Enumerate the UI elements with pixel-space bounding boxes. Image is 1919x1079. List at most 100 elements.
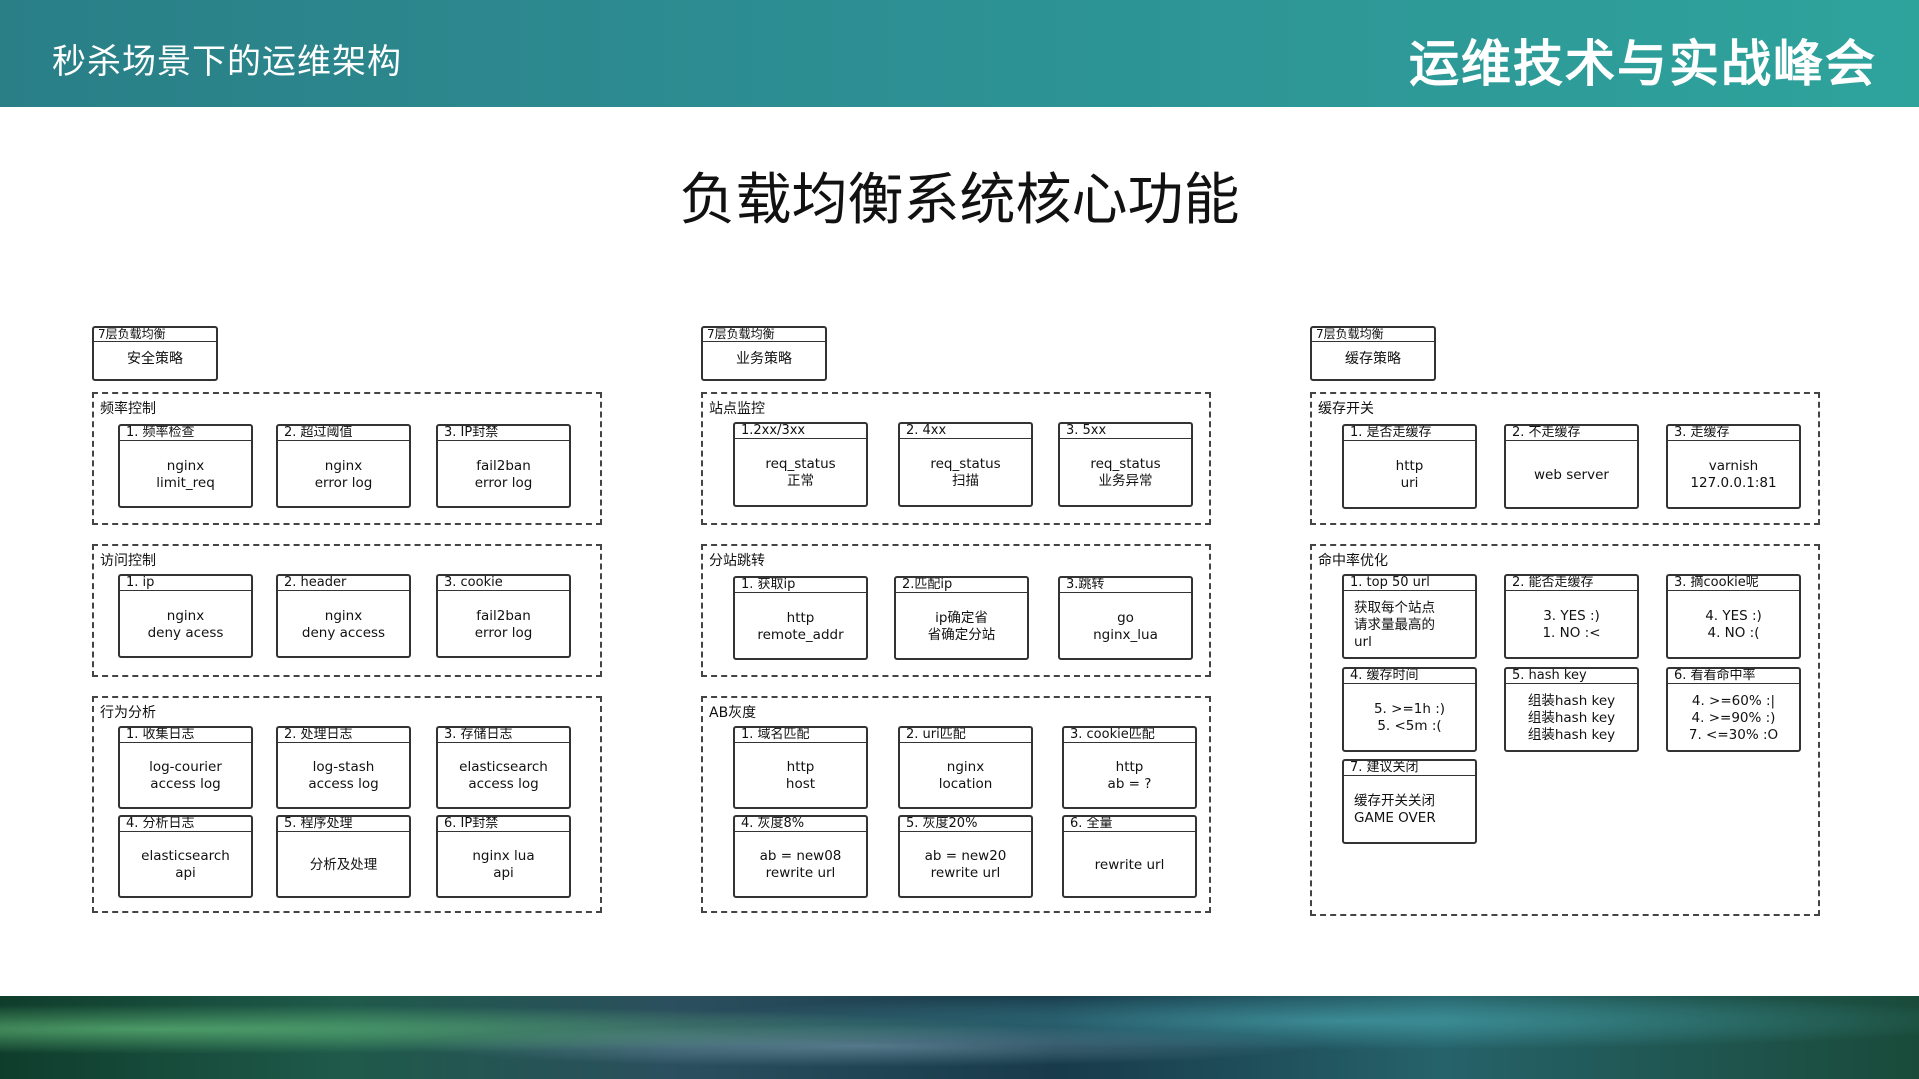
box: 2.匹配ip ip确定省 省确定分站 xyxy=(894,576,1029,660)
section-title: 站点监控 xyxy=(709,401,765,417)
box-body: req_status 业务异常 xyxy=(1090,456,1161,489)
tag-label: 缓存策略 xyxy=(1345,351,1401,367)
box-title: 2. 不走缓存 xyxy=(1506,426,1637,441)
tag-top-label: 7层负载均衡 xyxy=(94,328,216,342)
box-body: 5. >=1h :) 5. <5m :( xyxy=(1373,701,1446,734)
header-right-title: 运维技术与实战峰会 xyxy=(1409,35,1877,93)
section-title: 访问控制 xyxy=(100,553,156,569)
box: 4. 灰度8% ab = new08 rewrite url xyxy=(733,815,868,898)
box-title: 1. 收集日志 xyxy=(120,728,251,743)
box-body: 4. YES :) 4. NO :( xyxy=(1705,608,1762,641)
box: 1. 域名匹配 http host xyxy=(733,726,868,809)
box-body: elasticsearch api xyxy=(141,848,230,881)
box: 1. 收集日志 log-courier access log xyxy=(118,726,253,809)
box-body: web server xyxy=(1534,466,1609,483)
box-title: 3. 摘cookie呢 xyxy=(1668,576,1799,591)
box: 5. 程序处理 分析及处理 xyxy=(276,815,411,898)
box: 3. 走缓存 varnish 127.0.0.1:81 xyxy=(1666,424,1801,509)
box: 1. ip nginx deny acess xyxy=(118,574,253,658)
section-title: 频率控制 xyxy=(100,401,156,417)
box: 1. top 50 url 获取每个站点 请求量最高的 url xyxy=(1342,574,1477,659)
box-title: 1. 频率检查 xyxy=(120,426,251,441)
strategy-tag: 7层负载均衡 缓存策略 xyxy=(1310,326,1436,381)
box: 6. IP封禁 nginx lua api xyxy=(436,815,571,898)
box: 2. 4xx req_status 扫描 xyxy=(898,422,1033,507)
box-title: 1. 域名匹配 xyxy=(735,728,866,743)
box-title: 6. IP封禁 xyxy=(438,817,569,832)
box: 1. 是否走缓存 http uri xyxy=(1342,424,1477,509)
box: 6. 看看命中率 4. >=60% :| 4. >=90% :) 7. <=30… xyxy=(1666,667,1801,752)
box-title: 5. hash key xyxy=(1506,669,1637,684)
box: 3. 5xx req_status 业务异常 xyxy=(1058,422,1193,507)
box: 2. uri匹配 nginx location xyxy=(898,726,1033,809)
section-ab-gray-release: AB灰度 1. 域名匹配 http host 2. uri匹配 nginx lo… xyxy=(701,696,1211,913)
section-behavior-analysis: 行为分析 1. 收集日志 log-courier access log 2. 处… xyxy=(92,696,602,913)
section-access-control: 访问控制 1. ip nginx deny acess 2. header ng… xyxy=(92,544,602,677)
box-body: 组装hash key 组装hash key 组装hash key xyxy=(1527,692,1616,743)
box-title: 2. 能否走缓存 xyxy=(1506,576,1637,591)
section-site-monitoring: 站点监控 1.2xx/3xx req_status 正常 2. 4xx req_… xyxy=(701,392,1211,525)
box-body: 分析及处理 xyxy=(309,856,378,873)
box-body: http remote_addr xyxy=(757,609,844,643)
box-title: 3. cookie xyxy=(438,576,569,591)
box-body: log-stash access log xyxy=(308,759,379,792)
box-body: nginx limit_req xyxy=(156,457,215,491)
strategy-tag: 7层负载均衡 安全策略 xyxy=(92,326,218,381)
box-title: 5. 灰度20% xyxy=(900,817,1031,832)
box: 5. 灰度20% ab = new20 rewrite url xyxy=(898,815,1033,898)
box-title: 3. cookie匹配 xyxy=(1064,728,1195,743)
box: 2. header nginx deny access xyxy=(276,574,411,658)
box-title: 1. 获取ip xyxy=(735,578,866,593)
box-title: 2.匹配ip xyxy=(896,578,1027,593)
box: 2. 不走缓存 web server xyxy=(1504,424,1639,509)
box-body: elasticsearch access log xyxy=(459,759,548,792)
box: 3. IP封禁 fail2ban error log xyxy=(436,424,571,508)
box-title: 4. 缓存时间 xyxy=(1344,669,1475,684)
box: 2. 能否走缓存 3. YES :) 1. NO :< xyxy=(1504,574,1639,659)
section-title: 分站跳转 xyxy=(709,553,765,569)
box: 3. cookie匹配 http ab = ? xyxy=(1062,726,1197,809)
box: 4. 缓存时间 5. >=1h :) 5. <5m :( xyxy=(1342,667,1477,752)
box-body: http ab = ? xyxy=(1107,759,1152,792)
box: 3. 摘cookie呢 4. YES :) 4. NO :( xyxy=(1666,574,1801,659)
box-title: 2. uri匹配 xyxy=(900,728,1031,743)
section-frequency-control: 频率控制 1. 频率检查 nginx limit_req 2. 超过阈值 ngi… xyxy=(92,392,602,525)
box: 1.2xx/3xx req_status 正常 xyxy=(733,422,868,507)
box-title: 3. 存储日志 xyxy=(438,728,569,743)
box-title: 2. 4xx xyxy=(900,424,1031,439)
box-title: 3. 走缓存 xyxy=(1668,426,1799,441)
strategy-tag: 7层负载均衡 业务策略 xyxy=(701,326,827,381)
section-site-redirect: 分站跳转 1. 获取ip http remote_addr 2.匹配ip ip确… xyxy=(701,544,1211,677)
box-body: varnish 127.0.0.1:81 xyxy=(1690,458,1777,491)
box-body: nginx lua api xyxy=(472,848,535,881)
box-title: 1. top 50 url xyxy=(1344,576,1475,591)
box-title: 2. header xyxy=(278,576,409,591)
box-title: 1. 是否走缓存 xyxy=(1344,426,1475,441)
box-body: req_status 正常 xyxy=(765,456,836,489)
box: 3. 存储日志 elasticsearch access log xyxy=(436,726,571,809)
box-title: 1.2xx/3xx xyxy=(735,424,866,439)
box-body: log-courier access log xyxy=(149,759,222,792)
footer-banner-image xyxy=(0,996,1919,1079)
box-body: rewrite url xyxy=(1094,856,1165,873)
box-title: 5. 程序处理 xyxy=(278,817,409,832)
section-hit-rate-optimization: 命中率优化 1. top 50 url 获取每个站点 请求量最高的 url 2.… xyxy=(1310,544,1820,916)
box: 3. cookie fail2ban error log xyxy=(436,574,571,658)
box-title: 2. 超过阈值 xyxy=(278,426,409,441)
section-title: 缓存开关 xyxy=(1318,401,1374,417)
box: 4. 分析日志 elasticsearch api xyxy=(118,815,253,898)
box-body: 获取每个站点 请求量最高的 url xyxy=(1354,599,1435,650)
box-title: 2. 处理日志 xyxy=(278,728,409,743)
box: 5. hash key 组装hash key 组装hash key 组装hash… xyxy=(1504,667,1639,752)
slide-header: 秒杀场景下的运维架构 运维技术与实战峰会 xyxy=(0,0,1919,107)
box-title: 4. 分析日志 xyxy=(120,817,251,832)
box: 7. 建议关闭 缓存开关关闭 GAME OVER xyxy=(1342,759,1477,844)
box-title: 6. 全量 xyxy=(1064,817,1195,832)
tag-label: 安全策略 xyxy=(127,351,183,367)
box-body: nginx deny access xyxy=(301,607,386,641)
box-body: ab = new20 rewrite url xyxy=(924,848,1007,881)
box-body: req_status 扫描 xyxy=(930,456,1001,489)
page-title: 负载均衡系统核心功能 xyxy=(679,168,1240,233)
box-body: http host xyxy=(785,759,816,792)
header-left-title: 秒杀场景下的运维架构 xyxy=(52,42,402,82)
